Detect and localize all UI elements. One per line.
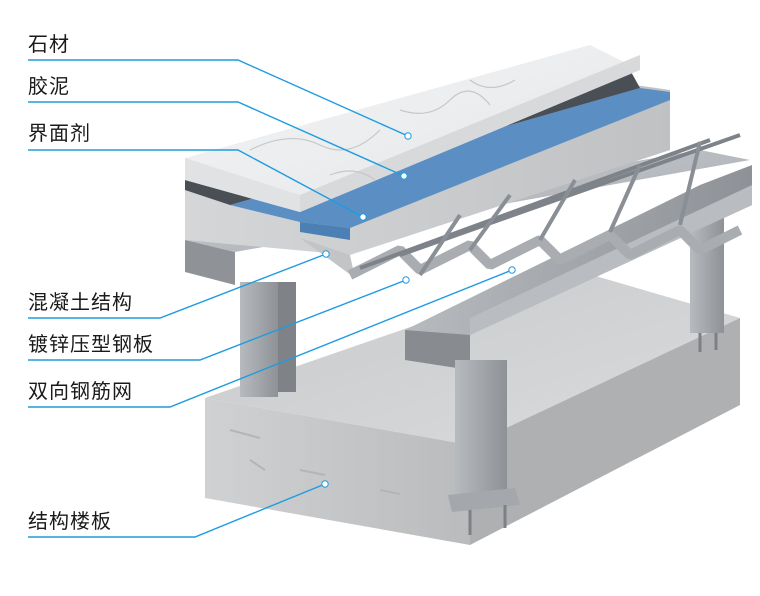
steel-post-right-front	[448, 360, 520, 535]
steel-post-left	[240, 282, 296, 397]
leader-concrete	[28, 253, 327, 319]
marble-stone	[185, 45, 640, 212]
label-stone: 石材	[28, 32, 70, 56]
label-concrete: 混凝土结构	[28, 290, 133, 314]
leader-lines	[28, 59, 513, 538]
label-primer: 界面剂	[28, 121, 91, 145]
leader-primer	[28, 149, 364, 218]
leader-mesh	[28, 269, 513, 408]
primer-edge	[300, 222, 350, 240]
label-mesh: 双向钢筋网	[28, 379, 133, 403]
structural-slab	[205, 270, 740, 545]
label-deck: 镀锌压型钢板	[28, 332, 154, 356]
label-slab: 结构楼板	[28, 509, 112, 533]
leader-slab	[28, 483, 326, 538]
leader-stone	[28, 59, 409, 137]
leader-deck	[28, 279, 407, 361]
leader-mortar	[28, 101, 405, 177]
deck-and-mesh	[347, 133, 743, 280]
steel-post-right-rear	[690, 215, 724, 352]
label-mortar: 胶泥	[28, 74, 70, 98]
leader-dots	[321, 132, 516, 488]
